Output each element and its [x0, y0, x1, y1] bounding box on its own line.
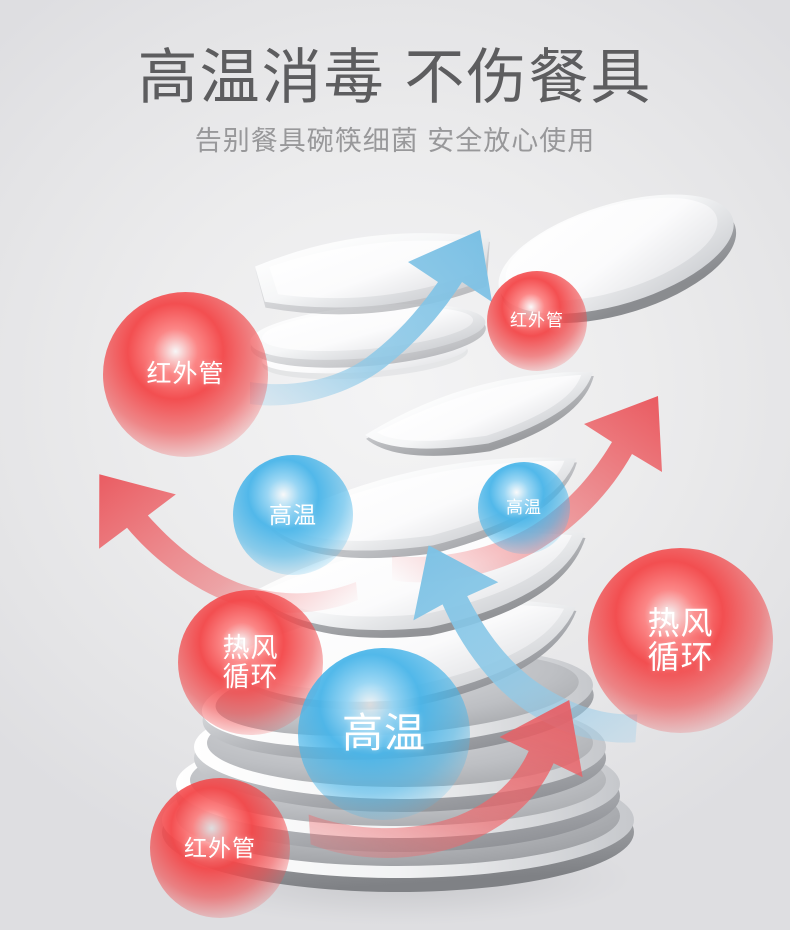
high-temperature-badge: 高温 [298, 648, 470, 820]
badge-label: 高温 [342, 710, 426, 757]
badge-label: 红外管 [146, 360, 225, 389]
badge-glow [298, 648, 470, 820]
blue-arrow-lower [400, 545, 650, 748]
badge-glow [103, 292, 268, 457]
badge-label: 高温 [506, 497, 542, 517]
badge-glow [588, 548, 773, 733]
badge-label: 红外管 [184, 834, 256, 861]
header-block: 高温消毒 不伤餐具 告别餐具碗筷细菌 安全放心使用 [0, 0, 790, 158]
hot-air-circulation-badge: 热风 循环 [588, 548, 773, 733]
badge-glow [478, 462, 570, 554]
high-temperature-badge: 高温 [233, 455, 353, 575]
blue-arrow-upper [248, 228, 558, 428]
high-temperature-badge: 高温 [478, 462, 570, 554]
red-arrow-bottom [308, 699, 700, 902]
page-title: 高温消毒 不伤餐具 [137, 44, 653, 111]
infrared-tube-badge: 红外管 [150, 778, 290, 918]
infrared-tube-badge: 红外管 [103, 292, 268, 457]
hot-air-circulation-badge: 热风 循环 [178, 590, 323, 735]
badge-glow [487, 271, 587, 371]
infrared-tube-badge: 红外管 [487, 271, 587, 371]
badge-label: 高温 [269, 501, 317, 528]
badge-glow [233, 455, 353, 575]
badge-glow [150, 778, 290, 918]
red-arrow-left [92, 448, 362, 638]
badge-label: 热风 循环 [647, 604, 714, 675]
badge-glow [178, 590, 323, 735]
page-subtitle: 告别餐具碗筷细菌 安全放心使用 [194, 126, 596, 157]
dish-blade [358, 360, 609, 490]
badge-label: 红外管 [510, 310, 564, 330]
badge-label: 热风 循环 [222, 632, 279, 692]
